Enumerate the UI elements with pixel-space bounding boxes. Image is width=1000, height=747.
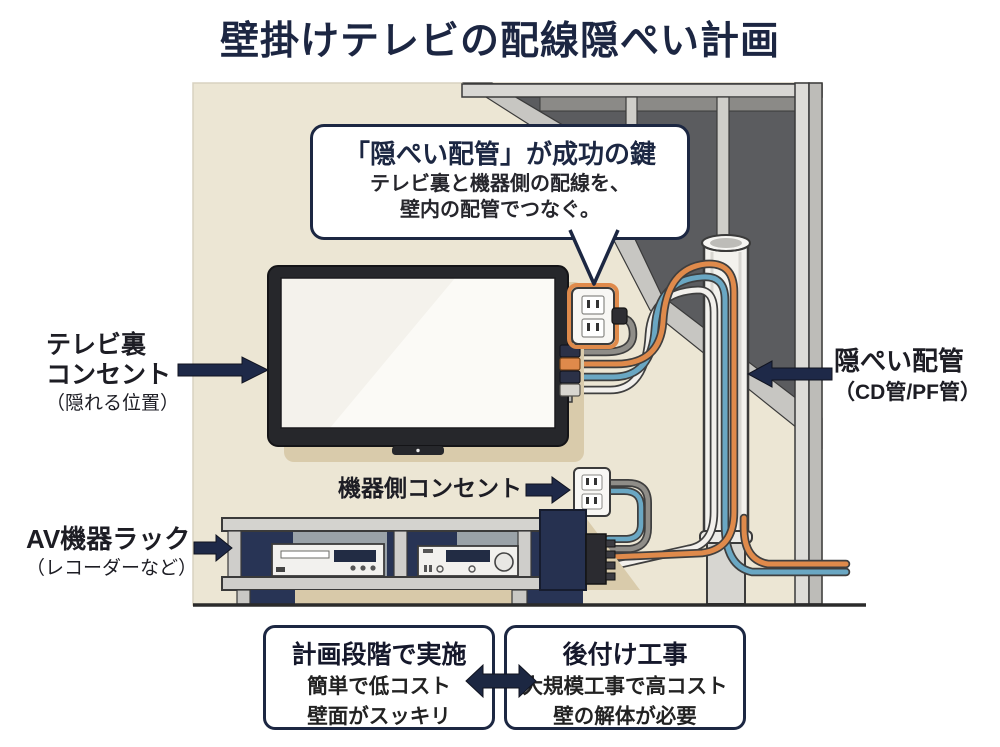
tv-back-outlet: [567, 283, 628, 349]
comparison-line: 簡単で低コスト: [307, 675, 451, 698]
label-device-outlet: 機器側コンセント: [338, 475, 522, 501]
amplifier: [417, 545, 519, 577]
label-note: （レコーダーなど）: [26, 557, 198, 579]
label-line: テレビ裏: [46, 331, 147, 359]
label-line: コンセント: [46, 360, 172, 389]
comparison-planned-box: 計画段階で実施 簡単で低コスト 壁面がスッキリ: [263, 625, 495, 730]
callout-heading: 「隠ぺい配管」が成功の鍵: [343, 139, 656, 169]
callout-line1: テレビ裏と機器側の配線を、: [370, 173, 630, 195]
label-line: AV機器ラック: [26, 524, 191, 554]
comparison-title: 計画段階で実施: [291, 641, 467, 669]
label-conduit: 隠ぺい配管 （CD管/PF管）: [834, 346, 1000, 405]
av-rack: [221, 509, 640, 605]
comparison-title: 後付け工事: [562, 641, 688, 669]
wall-edge-column: [794, 82, 823, 605]
tv: [267, 265, 584, 462]
recorder: [271, 543, 385, 577]
comparison-line: 大規模工事で高コスト: [522, 675, 728, 698]
label-tv-back-outlet: テレビ裏 コンセント （隠れる位置）: [46, 331, 216, 415]
double-arrow-icon: [465, 663, 537, 699]
device-outlet: [573, 467, 611, 517]
label-note: （隠れる位置）: [46, 393, 180, 414]
comparison-line: 壁面がスッキリ: [307, 704, 451, 728]
label-line: 隠ぺい配管: [834, 346, 965, 376]
arrow-right-icon: [525, 476, 571, 504]
pipe-rim: [701, 242, 751, 252]
callout-box: 「隠ぺい配管」が成功の鍵 テレビ裏と機器側の配線を、 壁内の配管でつなぐ。: [310, 124, 690, 240]
label-note: （CD管/PF管）: [834, 380, 981, 404]
arrow-left-icon: [746, 360, 833, 388]
arrow-right-icon: [177, 356, 270, 384]
arrow-right-icon: [193, 533, 233, 563]
label-av-rack: AV機器ラック （レコーダーなど）: [26, 524, 216, 580]
callout-line2: 壁内の配管でつなぐ。: [400, 199, 600, 222]
callout-tail-icon: [568, 229, 620, 286]
comparison-retrofit-box: 後付け工事 大規模工事で高コスト 壁の解体が必要: [504, 625, 746, 730]
comparison-line: 壁の解体が必要: [553, 704, 697, 728]
page-title: 壁掛けテレビの配線隠ぺい計画: [219, 20, 780, 63]
